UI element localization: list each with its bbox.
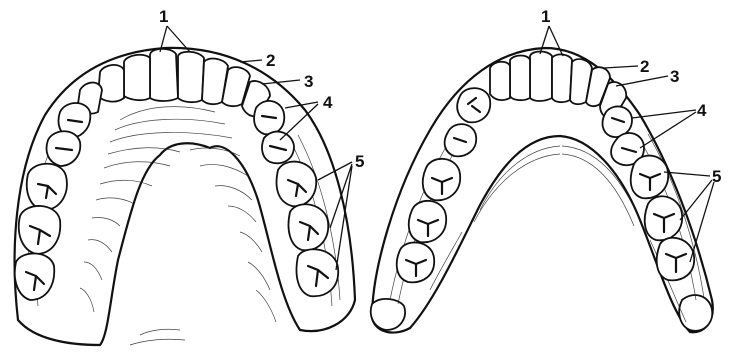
upper-dental-arch: 1 2 3 4 5 <box>15 7 365 345</box>
label-molars-lower: 5 <box>712 167 721 186</box>
lower-ramus-left <box>371 299 405 330</box>
label-molars-upper: 5 <box>355 152 364 171</box>
label-3-lower: 3 <box>670 67 679 86</box>
lower-ramus-right <box>679 295 712 331</box>
label-2-upper: 2 <box>266 51 275 70</box>
label-premolars-upper: 4 <box>323 93 333 112</box>
label-2-lower: 2 <box>640 57 649 76</box>
label-incisors-lower: 1 <box>541 7 550 26</box>
lower-dental-arch: 1 2 3 4 5 <box>371 7 722 333</box>
label-incisors-upper: 1 <box>159 7 168 26</box>
label-3-upper: 3 <box>304 72 313 91</box>
lower-incisors <box>510 52 592 105</box>
label-premolars-lower: 4 <box>697 101 707 120</box>
